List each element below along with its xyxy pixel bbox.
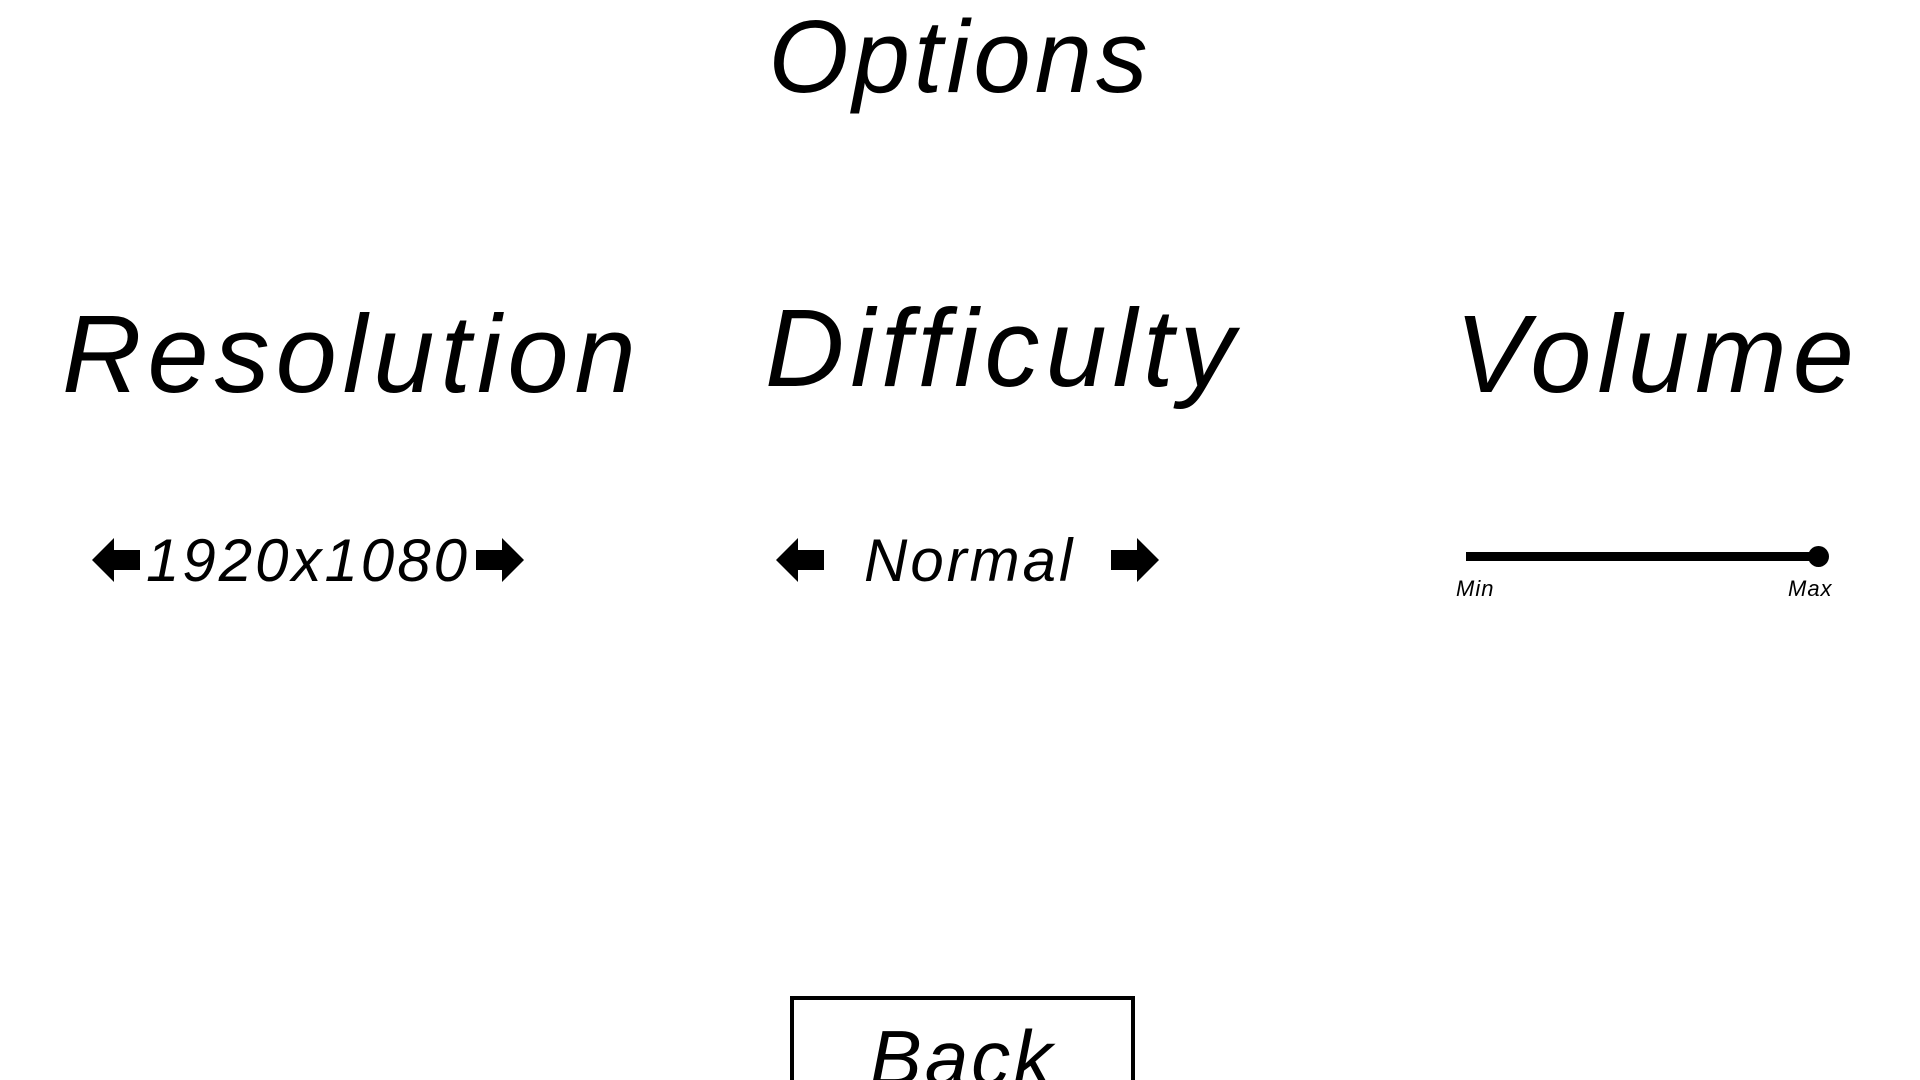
- difficulty-heading: Difficulty: [765, 287, 1241, 410]
- volume-slider-thumb[interactable]: [1808, 546, 1829, 567]
- arrow-right-icon[interactable]: [1111, 538, 1160, 582]
- resolution-value: 1920x1080: [146, 526, 470, 594]
- difficulty-selector: Normal: [776, 525, 1160, 595]
- arrow-left-icon[interactable]: [776, 538, 824, 582]
- page-title: Options: [768, 0, 1152, 114]
- difficulty-value: Normal: [864, 526, 1076, 594]
- volume-min-label: Min: [1456, 576, 1495, 601]
- arrow-right-icon[interactable]: [475, 538, 524, 582]
- volume-heading: Volume: [1455, 293, 1860, 416]
- volume-slider-fill: [1466, 552, 1818, 561]
- resolution-heading: Resolution: [62, 293, 642, 416]
- volume-max-label: Max: [1788, 576, 1833, 601]
- resolution-selector: 1920x1080: [92, 525, 524, 595]
- back-button[interactable]: Back: [790, 996, 1135, 1080]
- volume-slider[interactable]: Min Max: [1456, 546, 1836, 608]
- arrow-left-icon[interactable]: [92, 538, 140, 582]
